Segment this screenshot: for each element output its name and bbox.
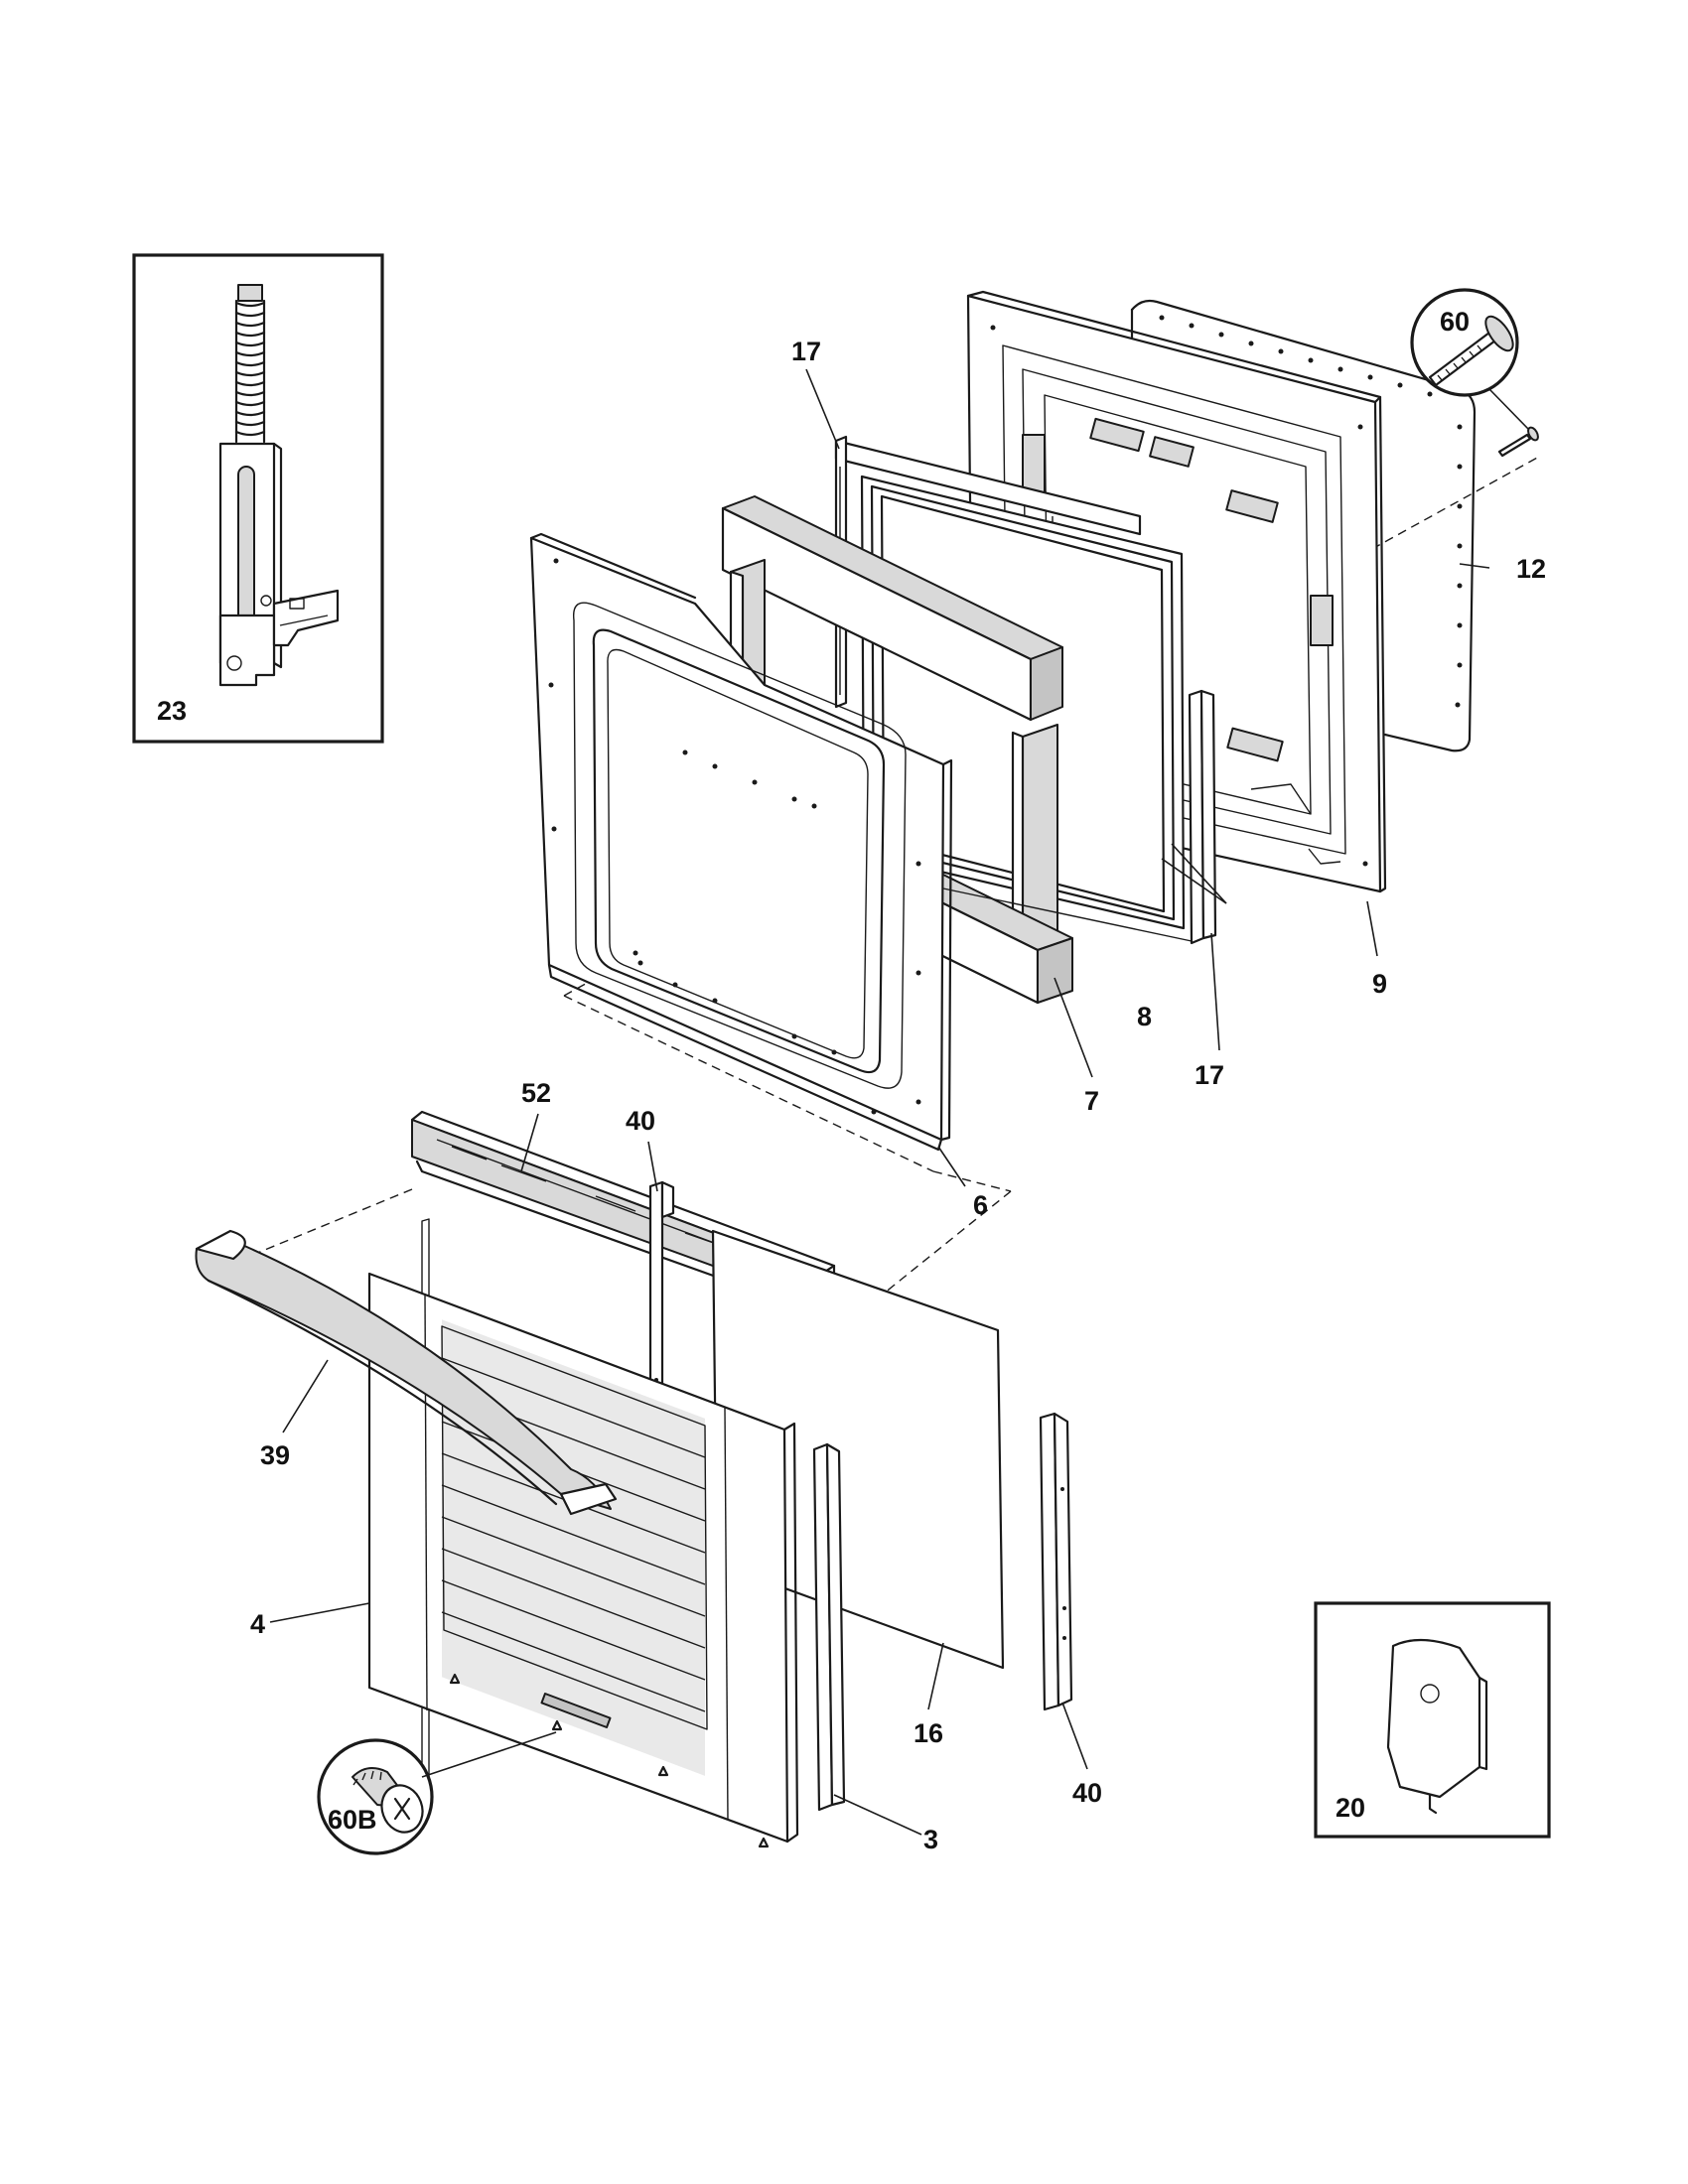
door-screws bbox=[449, 1673, 770, 1848]
callout-39: 39 bbox=[260, 1440, 290, 1470]
callout-52: 52 bbox=[521, 1078, 551, 1108]
part-12-gasket bbox=[1130, 299, 1477, 752]
inset-20-bracket: 20 bbox=[1314, 1601, 1551, 1839]
hinge-spring bbox=[234, 284, 266, 444]
callout-8: 8 bbox=[1137, 1002, 1152, 1031]
part-40-right-strip bbox=[1039, 1412, 1073, 1711]
leader-lines bbox=[269, 368, 1490, 1836]
callout-17-bottom: 17 bbox=[1195, 1060, 1224, 1090]
callout-60b: 60B bbox=[328, 1805, 377, 1835]
part-39-handle bbox=[195, 1229, 618, 1516]
callout-12: 12 bbox=[1516, 554, 1546, 584]
callout-20: 20 bbox=[1336, 1793, 1365, 1823]
hinge-body bbox=[218, 442, 340, 687]
callout-9: 9 bbox=[1372, 969, 1387, 999]
part-3-frame-strip bbox=[421, 1218, 846, 1812]
callout-labels: 17 12 9 8 17 7 6 52 40 39 4 16 40 3 bbox=[250, 337, 1546, 1854]
bracket-part bbox=[1386, 1638, 1481, 1799]
callout-3: 3 bbox=[923, 1825, 938, 1854]
callout-40-bottom: 40 bbox=[1072, 1778, 1102, 1808]
callout-7: 7 bbox=[1084, 1086, 1099, 1116]
callout-4: 4 bbox=[250, 1609, 265, 1639]
callout-60: 60 bbox=[1440, 307, 1470, 337]
brand-badge bbox=[540, 1693, 612, 1728]
callout-16: 16 bbox=[914, 1718, 943, 1748]
part-6-inner-frame bbox=[529, 532, 953, 1152]
inset-60b-screw: 60B bbox=[317, 1731, 557, 1855]
callout-17-top: 17 bbox=[791, 337, 821, 366]
callout-40-top: 40 bbox=[626, 1106, 655, 1136]
inset-23-hinge: 23 bbox=[132, 253, 384, 744]
callout-6: 6 bbox=[973, 1190, 988, 1220]
bracket-hole bbox=[1420, 1684, 1440, 1704]
callout-23: 23 bbox=[157, 696, 187, 726]
inset-60-screw: 60 bbox=[1410, 288, 1539, 458]
